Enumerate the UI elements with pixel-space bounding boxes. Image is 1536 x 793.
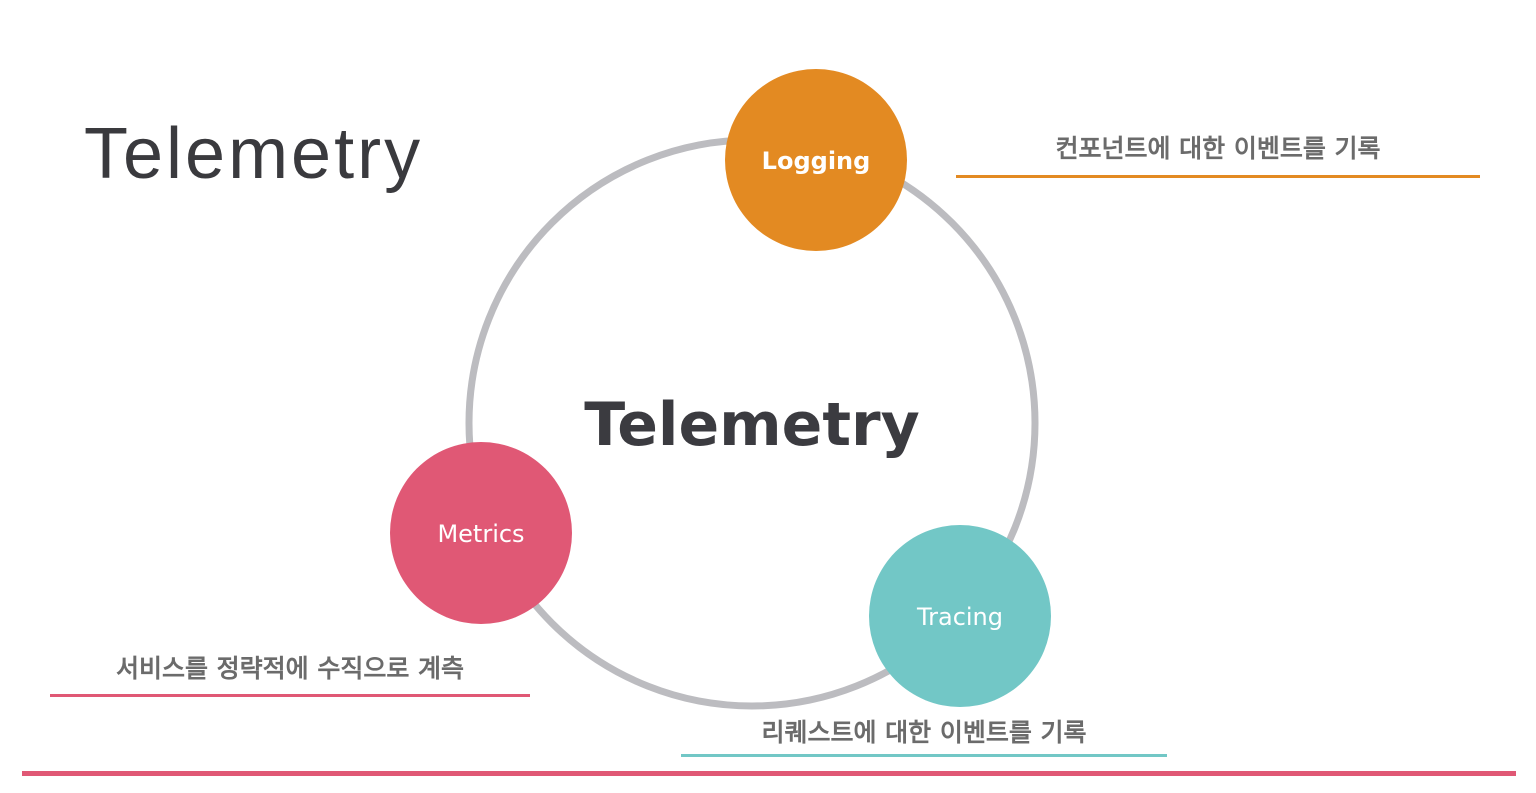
- logging-node: Logging: [725, 69, 907, 251]
- page-title: Telemetry: [84, 114, 424, 194]
- tracing-description: 리퀘스트에 대한 이벤트를 기록: [761, 718, 1087, 747]
- logging-underline: [956, 175, 1480, 178]
- center-label: Telemetry: [584, 390, 920, 460]
- metrics-label: Metrics: [437, 520, 524, 548]
- tracing-node: Tracing: [869, 525, 1051, 707]
- bottom-accent-bar: [22, 771, 1516, 776]
- tracing-underline: [681, 754, 1167, 757]
- metrics-node: Metrics: [390, 442, 572, 624]
- tracing-label: Tracing: [916, 603, 1003, 631]
- metrics-description: 서비스를 정략적에 수직으로 계측: [115, 654, 465, 683]
- metrics-underline: [50, 694, 530, 697]
- logging-label: Logging: [762, 147, 871, 175]
- logging-description: 컨포넌트에 대한 이벤트를 기록: [1055, 134, 1381, 163]
